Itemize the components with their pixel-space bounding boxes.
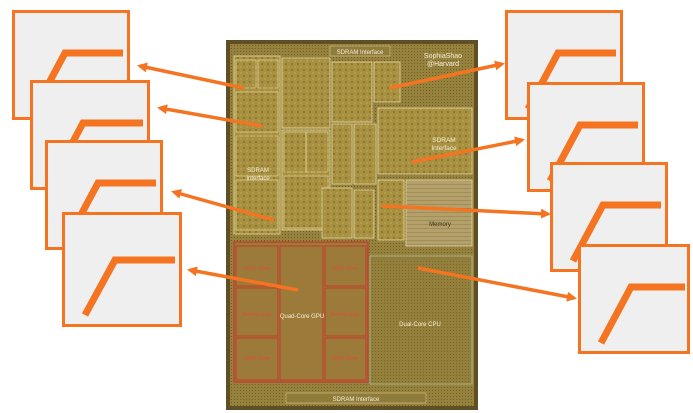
- arrow: [160, 108, 262, 126]
- arrow: [140, 66, 244, 88]
- arrow: [412, 140, 522, 162]
- arrow: [418, 268, 574, 298]
- arrow: [190, 270, 298, 290]
- arrow: [382, 206, 548, 214]
- arrow: [390, 64, 502, 88]
- arrow: [174, 192, 274, 220]
